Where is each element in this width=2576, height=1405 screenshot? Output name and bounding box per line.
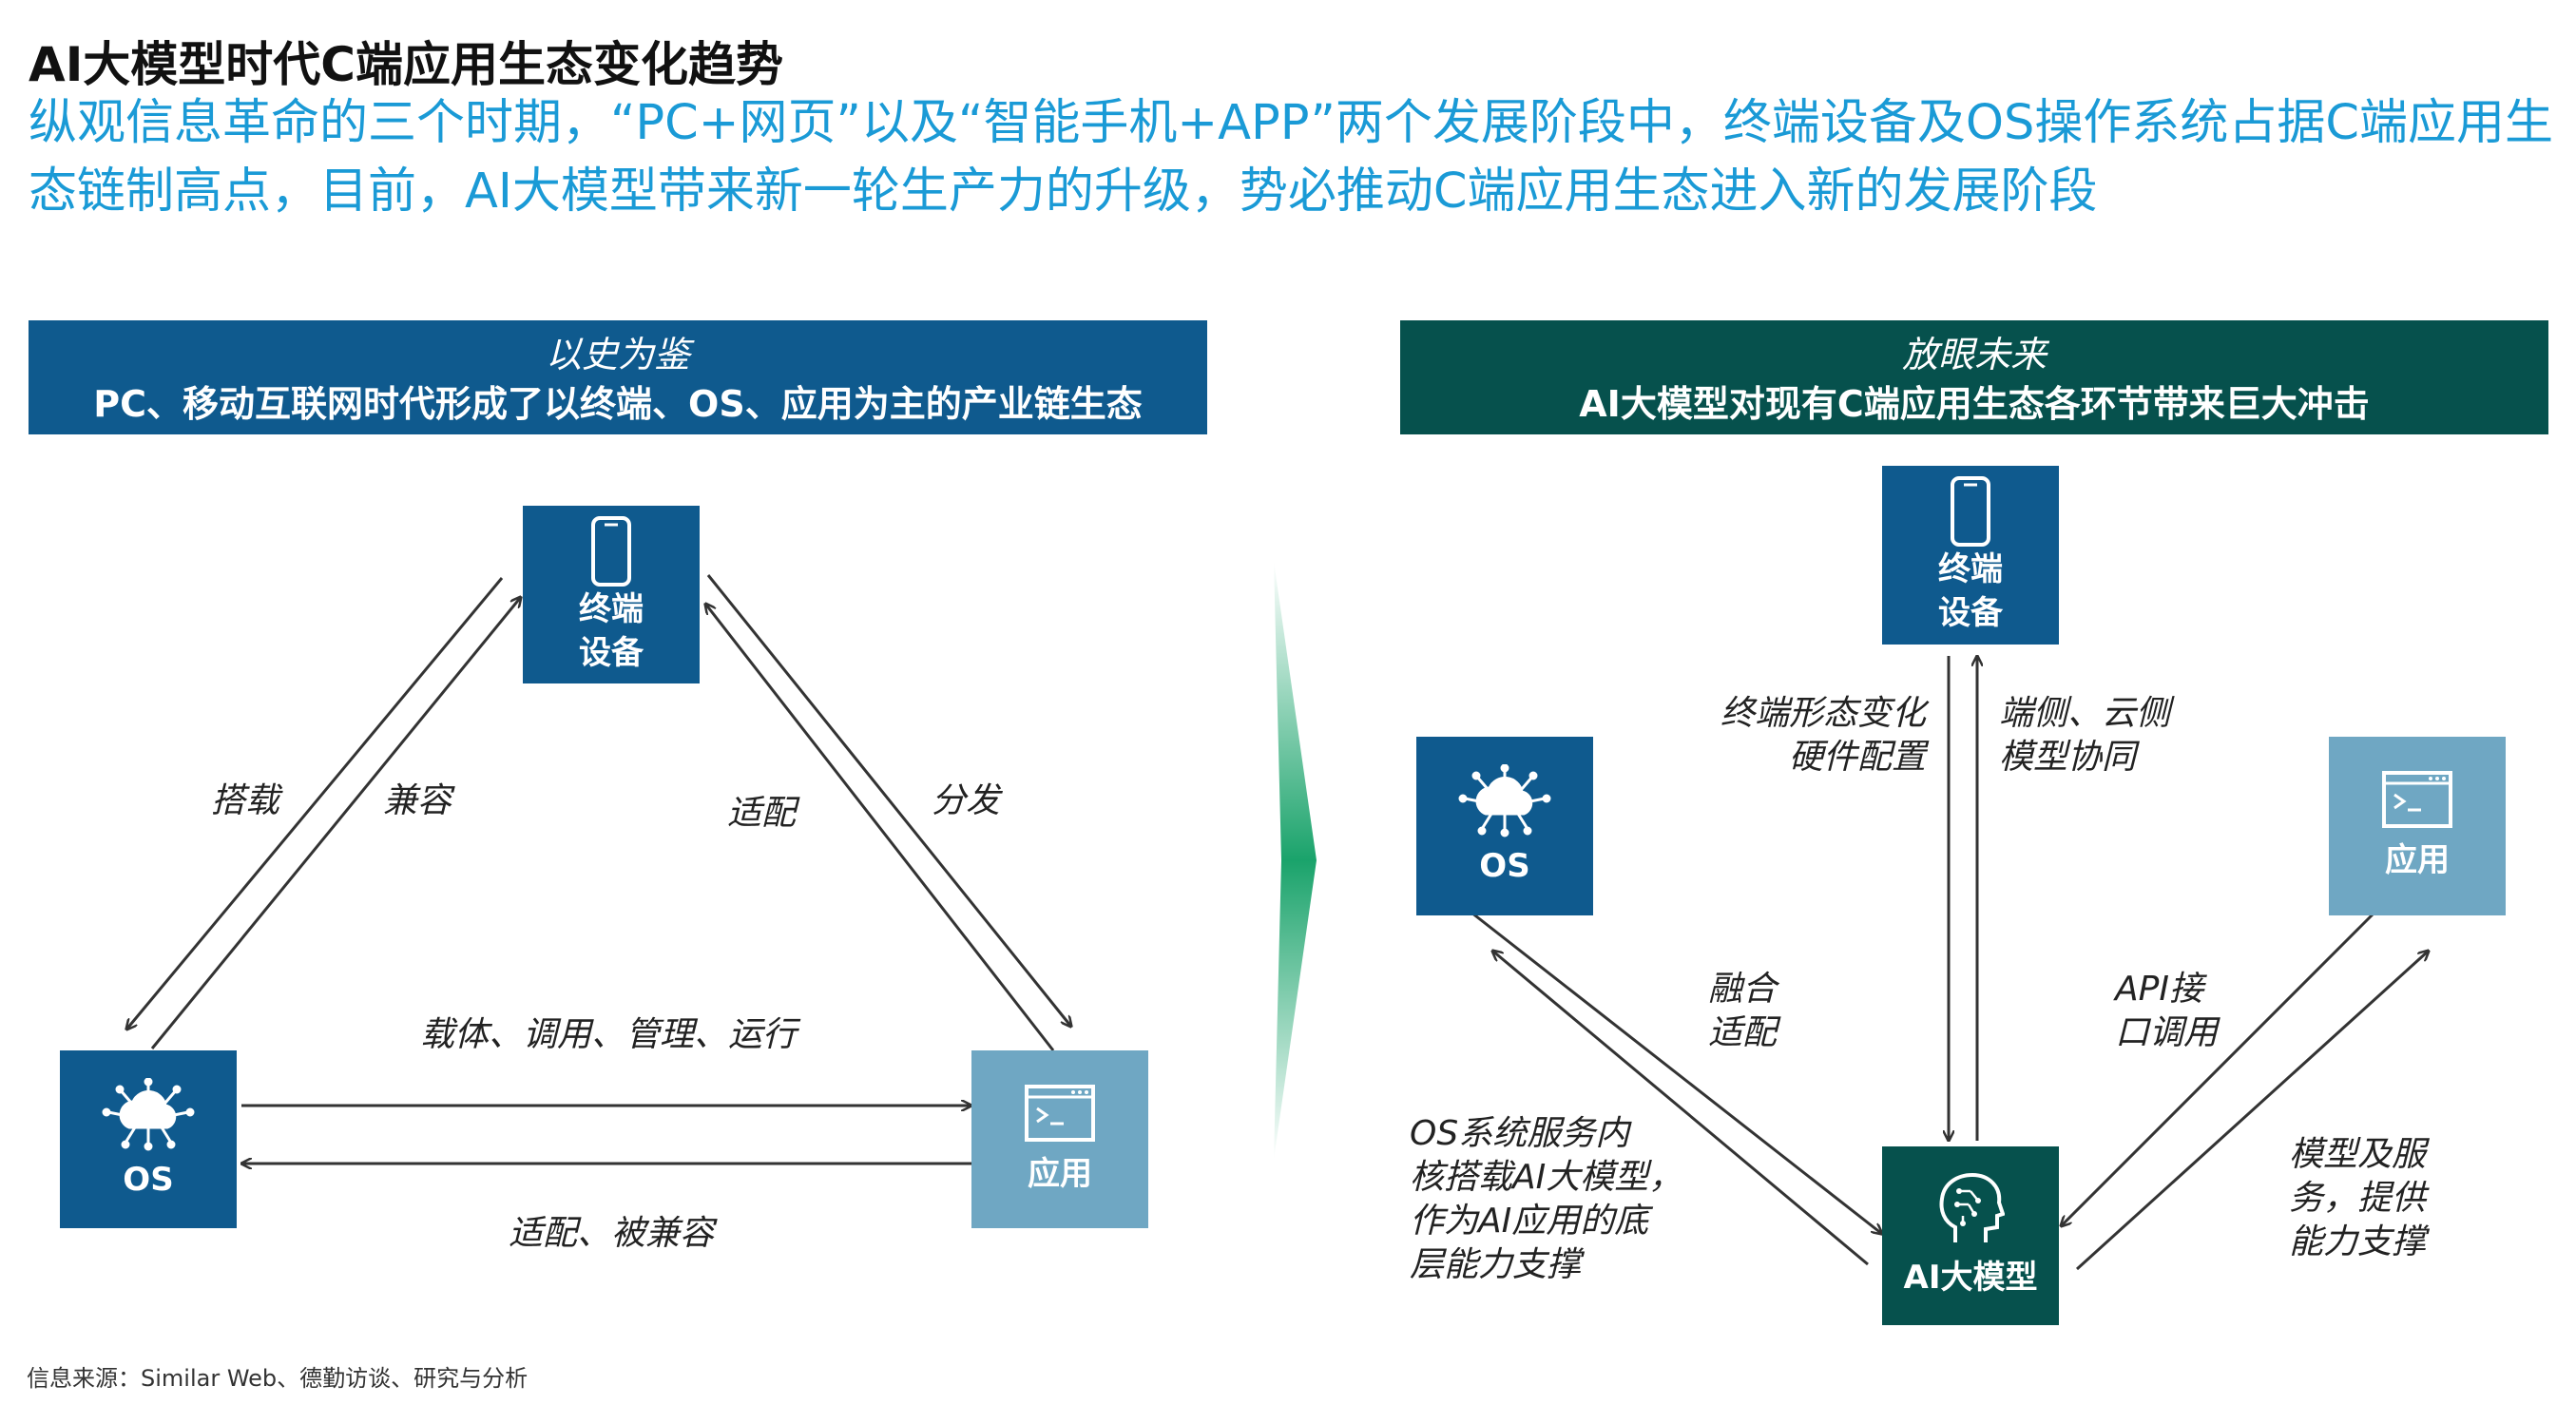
phone-icon xyxy=(591,515,631,587)
edge-label-os-to-app: 载体、调用、管理、运行 xyxy=(420,1015,798,1054)
source-note: 信息来源：Similar Web、德勤访谈、研究与分析 xyxy=(27,1365,529,1392)
edge-label-fusion: 融合 适配 xyxy=(1708,970,1778,1052)
edge-label-app-to-os: 适配、被兼容 xyxy=(509,1214,715,1253)
right-banner-title: 放眼未来 xyxy=(1901,334,2047,375)
edge-label-model-service: 模型及服 务，提供 能力支撑 xyxy=(2289,1135,2427,1261)
page-title: AI大模型时代C端应用生态变化趋势 xyxy=(29,37,783,92)
edge-label-adapt: 适配 xyxy=(727,794,797,833)
cloud-network-icon xyxy=(102,1077,195,1150)
right-ai-node: AI大模型 xyxy=(1882,1146,2059,1325)
arrow-app-to-terminal xyxy=(705,604,1055,1051)
phone-icon xyxy=(1951,476,1990,547)
left-app-label: 应用 xyxy=(1028,1154,1092,1193)
left-banner-title: 以史为鉴 xyxy=(545,334,690,375)
left-banner: 以史为鉴 PC、移动互联网时代形成了以终端、OS、应用为主的产业链生态 xyxy=(29,320,1207,434)
left-banner-subtitle: PC、移动互联网时代形成了以终端、OS、应用为主的产业链生态 xyxy=(93,383,1143,425)
right-ai-label: AI大模型 xyxy=(1903,1259,2038,1297)
arrow-app-to-ai xyxy=(2061,911,2376,1226)
transition-chevron xyxy=(1274,561,1317,1160)
edge-label-compatible: 兼容 xyxy=(383,781,452,820)
arrow-ai-to-os xyxy=(1492,951,1869,1266)
arrow-os-to-terminal xyxy=(150,597,521,1049)
edge-label-api: API接 口调用 xyxy=(2115,970,2219,1052)
right-banner-subtitle: AI大模型对现有C端应用生态各环节带来巨大冲击 xyxy=(1579,383,2370,425)
left-terminal-label: 终端 设备 xyxy=(579,589,644,672)
edge-label-os-ai: OS系统服务内 核搭载AI大模型， 作为AI应用的底 层能力支撑 xyxy=(1410,1114,1683,1284)
right-app-label: 应用 xyxy=(2385,841,2450,879)
edge-label-distribute: 分发 xyxy=(932,781,1001,820)
right-terminal-node: 终端 设备 xyxy=(1882,466,2059,645)
cloud-network-icon xyxy=(1458,764,1551,837)
right-app-node: 应用 xyxy=(2329,737,2506,915)
right-os-node: OS xyxy=(1416,737,1593,915)
page-subtitle: 纵观信息革命的三个时期，“PC+网页”以及“智能手机+APP”两个发展阶段中，终… xyxy=(29,95,2553,220)
left-os-node: OS xyxy=(60,1050,237,1228)
ai-head-icon xyxy=(1939,1172,2005,1242)
left-terminal-node: 终端 设备 xyxy=(523,506,700,683)
edge-label-carry: 搭载 xyxy=(211,781,280,820)
right-banner: 放眼未来 AI大模型对现有C端应用生态各环节带来巨大冲击 xyxy=(1400,320,2548,434)
right-os-label: OS xyxy=(1479,847,1530,885)
arrow-os-to-ai xyxy=(1471,911,1882,1234)
arrow-terminal-to-os xyxy=(126,577,504,1030)
edge-label-terminal-form: 终端形态变化 硬件配置 xyxy=(1721,694,1927,777)
terminal-window-icon xyxy=(2382,771,2452,828)
left-app-node: 应用 xyxy=(971,1050,1148,1228)
edge-label-edge-cloud: 端侧、云侧 模型协同 xyxy=(1999,694,2171,777)
left-os-label: OS xyxy=(123,1160,174,1199)
terminal-window-icon xyxy=(1025,1084,1095,1142)
right-terminal-label: 终端 设备 xyxy=(1938,550,2003,632)
arrow-ai-to-app xyxy=(2075,951,2429,1271)
arrow-terminal-to-app xyxy=(706,574,1071,1027)
